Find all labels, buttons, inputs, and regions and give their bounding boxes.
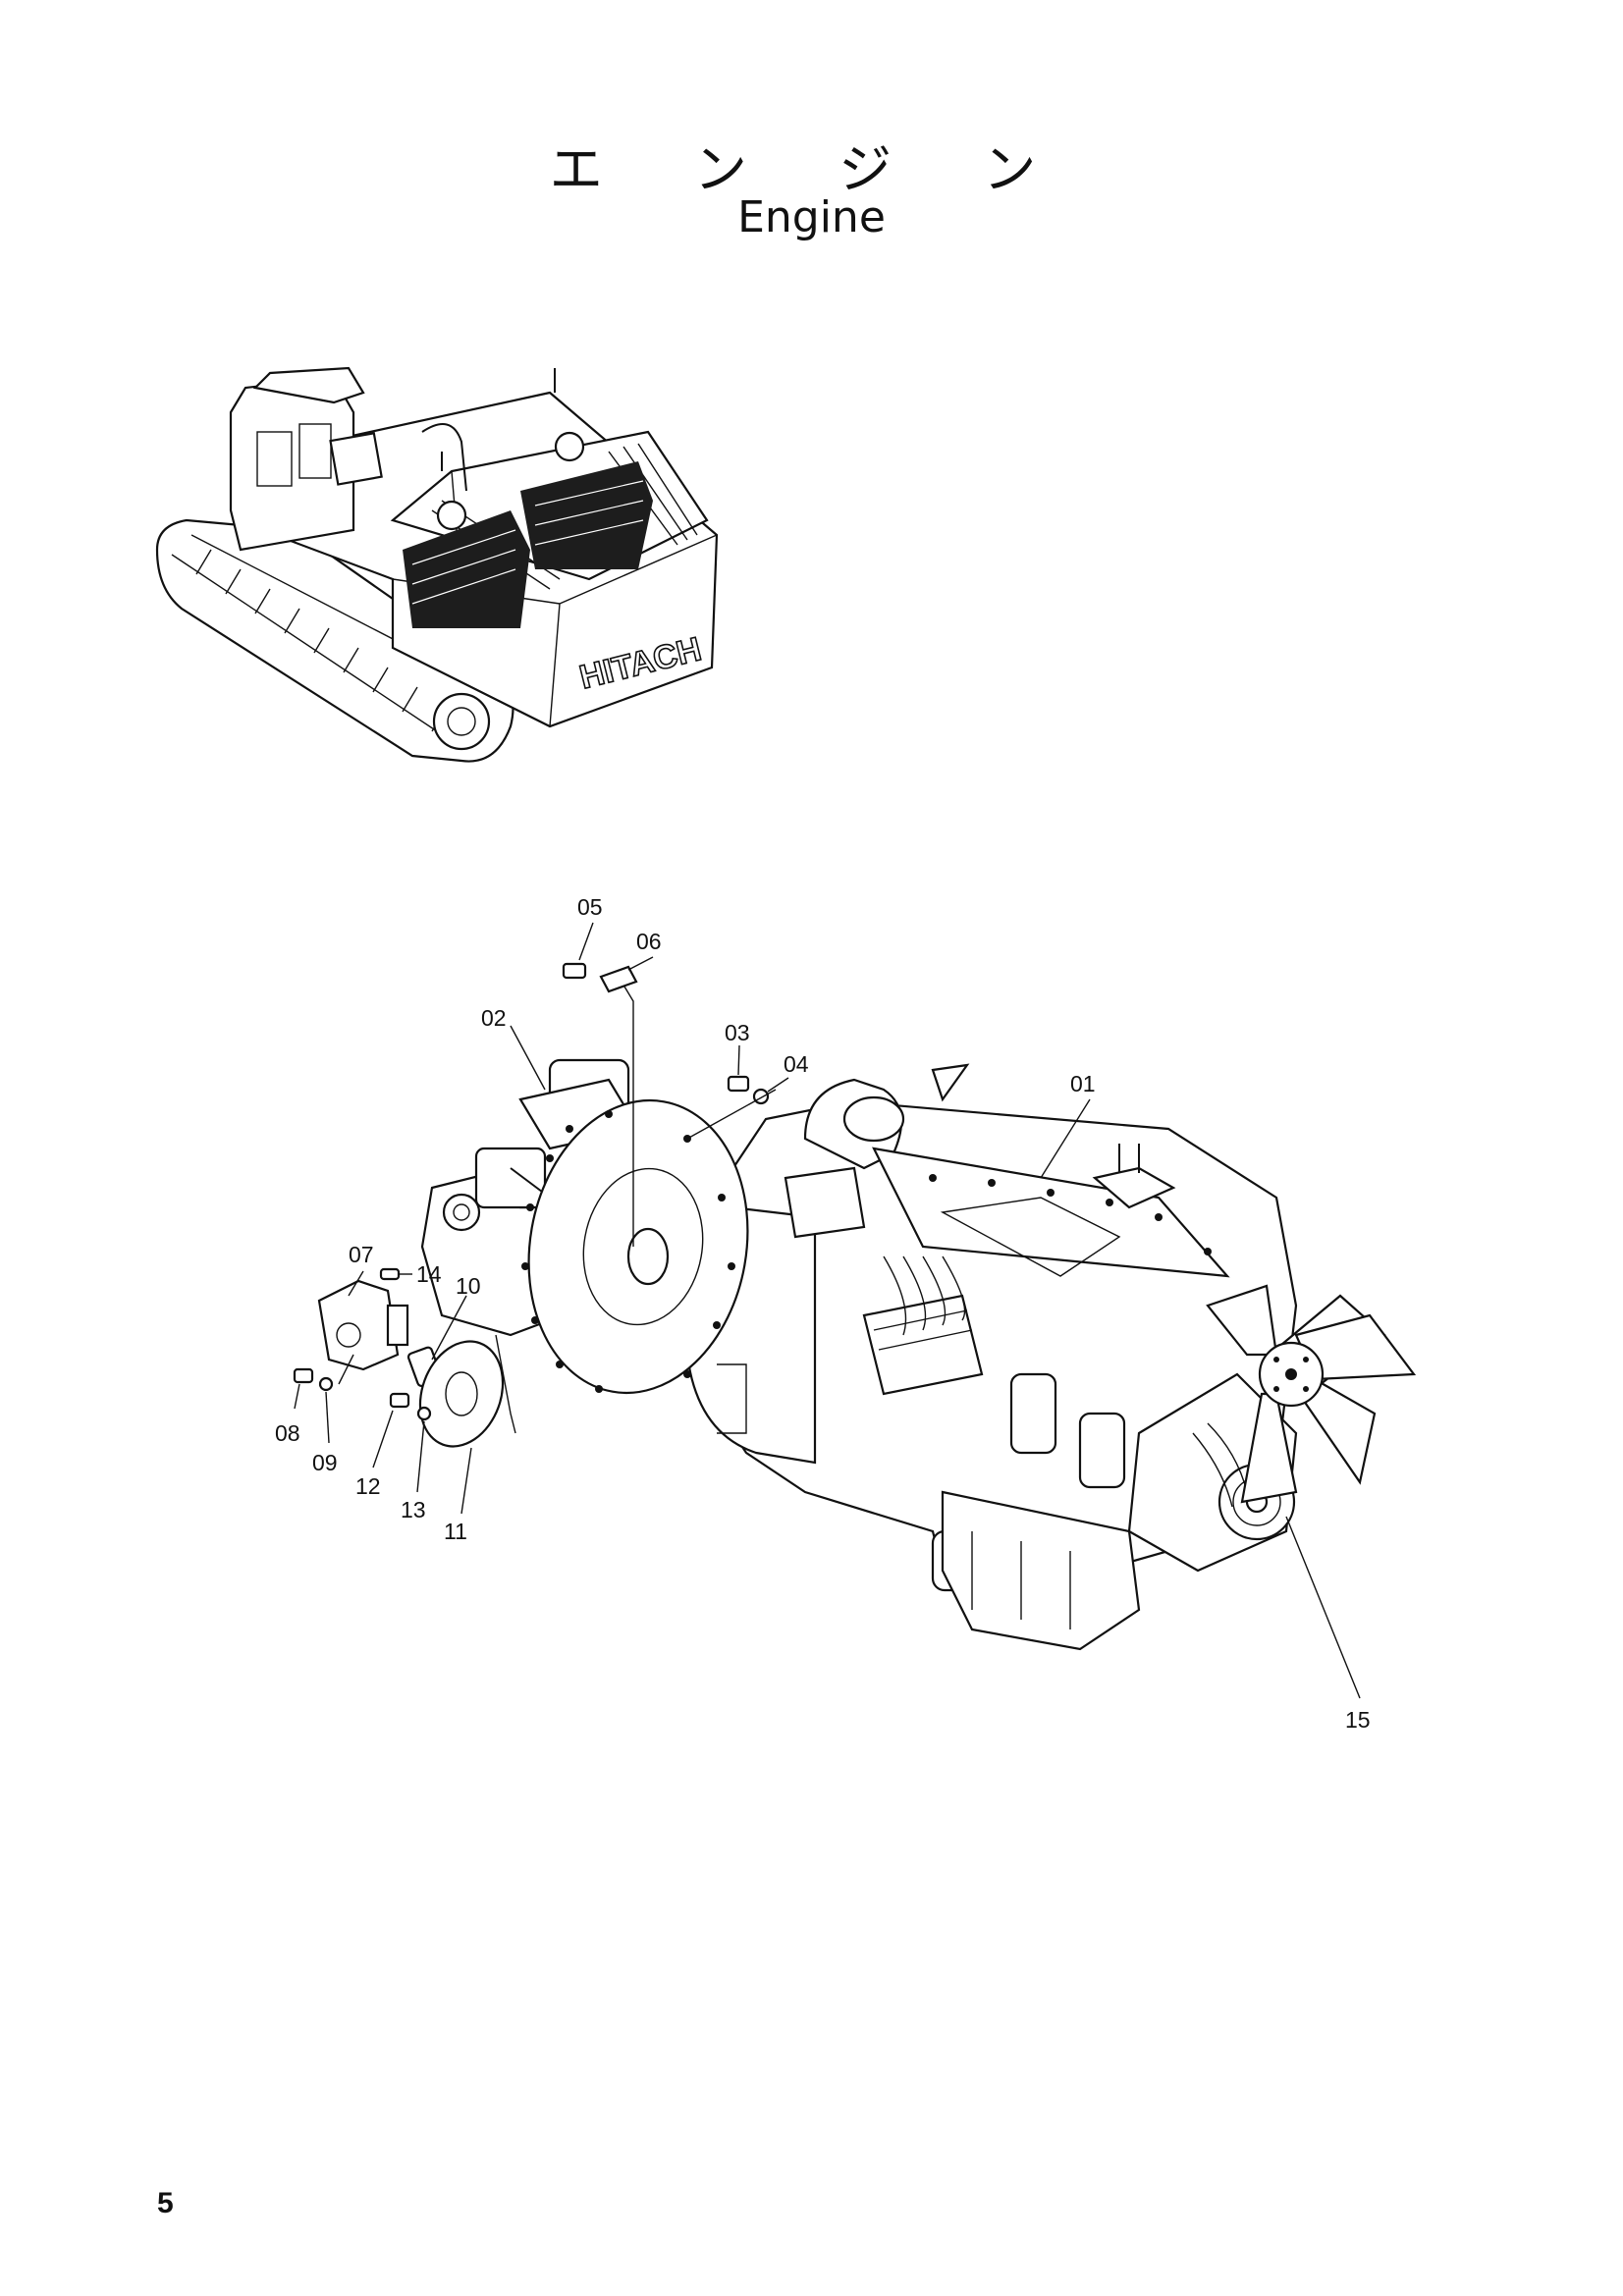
callout-09: 09 xyxy=(312,1450,338,1475)
callout-labels: 01 02 03 04 05 06 07 08 09 10 11 12 13 1… xyxy=(275,894,1371,1733)
callout-02: 02 xyxy=(481,1005,507,1031)
engine-exploded-view xyxy=(685,1063,1417,1651)
page-title-english: Engine xyxy=(737,192,886,242)
pilot-pump xyxy=(317,1279,409,1371)
callout-08: 08 xyxy=(275,1420,300,1446)
callout-07: 07 xyxy=(349,1242,374,1267)
callout-06: 06 xyxy=(636,929,662,954)
callout-leaders xyxy=(294,922,1361,1699)
callout-01: 01 xyxy=(1070,1071,1096,1096)
callout-04: 04 xyxy=(784,1051,809,1077)
page-number: 5 xyxy=(157,2187,174,2219)
callout-10: 10 xyxy=(456,1273,481,1299)
callout-03: 03 xyxy=(725,1020,750,1045)
callout-13: 13 xyxy=(401,1497,426,1522)
coupling-disc xyxy=(521,1098,749,1395)
callout-12: 12 xyxy=(355,1473,381,1499)
small-fasteners xyxy=(293,962,770,1421)
assembly-guide-lines xyxy=(338,986,777,1434)
cooling-fan xyxy=(1206,1284,1417,1504)
callout-05: 05 xyxy=(577,894,603,920)
excavator-illustration: HITACH xyxy=(155,366,719,763)
callout-11: 11 xyxy=(444,1519,467,1544)
callout-15: 15 xyxy=(1345,1707,1371,1733)
adapter-flange xyxy=(418,1340,505,1448)
callout-14: 14 xyxy=(416,1261,442,1287)
page-title-japanese: エ ン ジ ン xyxy=(549,138,1074,200)
